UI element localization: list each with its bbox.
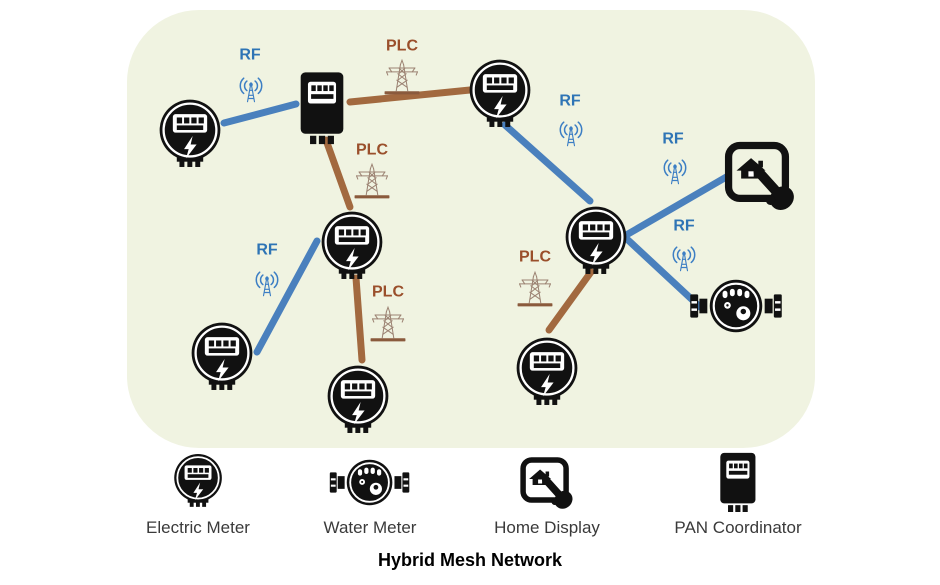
plc-label: PLC — [519, 249, 551, 266]
rf-label: RF — [662, 131, 684, 148]
rf-label: RF — [239, 47, 261, 64]
pan-coordinator-node — [300, 72, 344, 145]
legend-item-home-display: Home Display — [494, 452, 600, 538]
plc-link — [346, 86, 474, 106]
legend-label: Home Display — [494, 518, 600, 537]
figure-title: Hybrid Mesh Network — [377, 550, 563, 570]
plc-link — [322, 136, 354, 211]
legend-label: PAN Coordinator — [674, 518, 802, 537]
home-display-icon — [519, 452, 575, 512]
water-meter-icon — [329, 452, 410, 512]
rf-link — [220, 100, 300, 127]
rf-link — [501, 121, 594, 205]
rf-link — [624, 236, 704, 311]
electric-meter-icon — [172, 452, 224, 512]
plc-link — [352, 274, 366, 364]
rf-link — [253, 237, 321, 356]
legend-item-water-meter: Water Meter — [323, 452, 417, 538]
plc-label: PLC — [372, 284, 404, 301]
network-diagram: RF PLC PLC RF RF RF PLC RF PLC — [127, 10, 815, 448]
legend-item-electric-meter: Electric Meter — [146, 452, 250, 538]
plc-link — [545, 268, 595, 334]
rf-label: RF — [559, 93, 581, 110]
legend-label: Electric Meter — [146, 518, 250, 537]
legend-label: Water Meter — [323, 518, 417, 537]
plc-label: PLC — [356, 142, 388, 159]
pan-coordinator-icon — [717, 452, 760, 512]
diagram-panel — [127, 10, 815, 448]
rf-label: RF — [673, 218, 695, 235]
rf-link — [624, 172, 732, 238]
plc-label: PLC — [386, 38, 418, 55]
legend-item-pan-coordinator: PAN Coordinator — [674, 452, 802, 538]
rf-label: RF — [256, 242, 278, 259]
